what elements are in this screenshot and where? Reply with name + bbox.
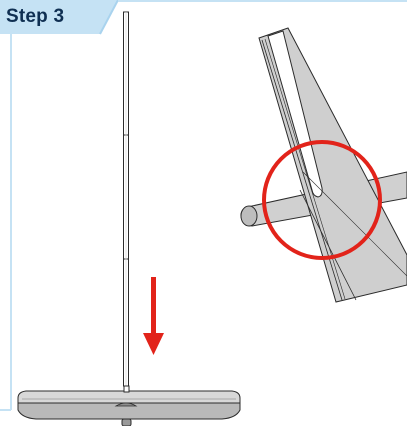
badge-edge-line [99, 0, 119, 35]
pole-socket [123, 385, 130, 393]
pole-inner-line [299, 189, 357, 301]
base-top [17, 390, 241, 404]
detail-closeup [240, 27, 407, 303]
step-label: Step 3 [6, 6, 65, 27]
socket-cap [114, 402, 138, 407]
cross-bar-end [240, 205, 258, 227]
base-foot [121, 418, 132, 426]
step-badge-background [0, 0, 118, 34]
banner-pole [123, 11, 129, 387]
base-body [17, 402, 241, 420]
highlight-circle-icon [262, 140, 382, 260]
pole-slot [267, 30, 323, 198]
pole-inner-line [302, 171, 407, 277]
down-arrow-icon [143, 277, 164, 355]
banner-base [17, 385, 241, 426]
